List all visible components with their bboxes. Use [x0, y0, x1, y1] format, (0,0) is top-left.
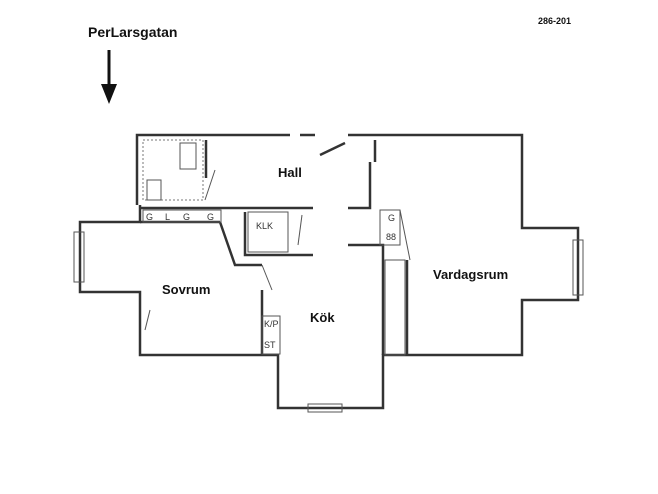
stove-label: 88 — [386, 232, 396, 242]
wardrobe-label: L — [165, 212, 170, 222]
wardrobe-label: G — [207, 212, 214, 222]
room-vardagsrum: Vardagsrum — [433, 267, 508, 282]
klk-label: KLK — [256, 221, 273, 231]
room-kok: Kök — [310, 310, 335, 325]
room-hall: Hall — [278, 165, 302, 180]
plan-number: 286-201 — [538, 16, 571, 26]
wardrobe-label: G — [183, 212, 190, 222]
street-label: PerLarsgatan — [88, 24, 177, 40]
wardrobe-label: G — [146, 212, 153, 222]
walls — [73, 133, 584, 413]
north-arrow-icon — [101, 50, 117, 104]
st-label: ST — [264, 340, 276, 350]
kitchen-g-label: G — [388, 213, 395, 223]
kp-label: K/P — [264, 319, 279, 329]
room-sovrum: Sovrum — [162, 282, 210, 297]
